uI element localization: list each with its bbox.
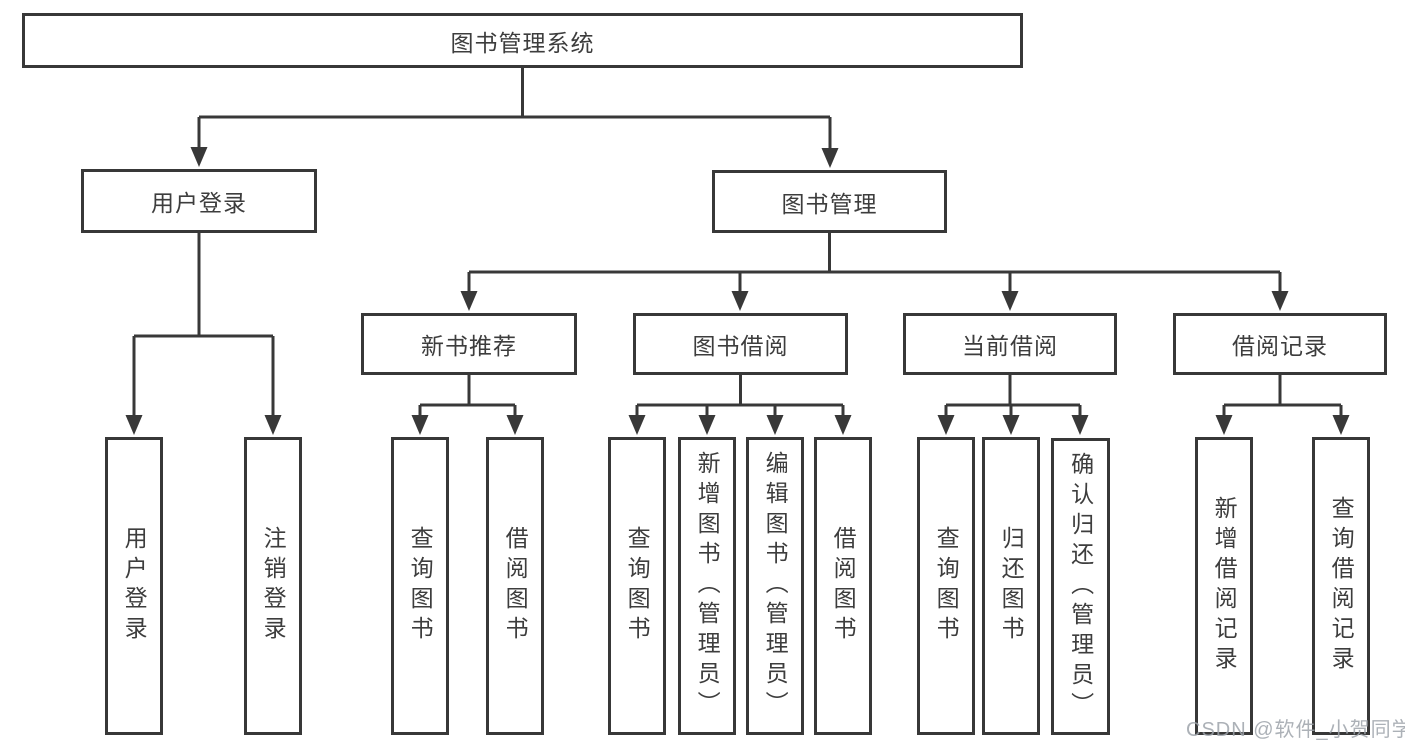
leaf-newbook-borrow-book-label: 借阅图书 [502,526,529,646]
node-system-root: 图书管理系统 [22,13,1023,68]
leaf-record-add-record-label: 新增借阅记录 [1211,496,1238,676]
leaf-newbook-borrow-book: 借阅图书 [486,437,544,735]
leaf-newbook-query-book: 查询图书 [391,437,449,735]
leaf-current-confirm-return-admin-label: 确认归还（管理员） [1067,451,1094,722]
node-current-borrow: 当前借阅 [903,313,1117,375]
node-system-root-label: 图书管理系统 [450,29,595,56]
leaf-borrow-borrow-book: 借阅图书 [814,437,872,735]
node-current-borrow-label: 当前借阅 [962,333,1058,359]
node-book-borrow: 图书借阅 [633,313,848,375]
leaf-logout: 注销登录 [244,437,302,735]
connector-newbook-children [418,375,517,417]
leaf-borrow-edit-book-admin-label: 编辑图书（管理员） [762,451,789,721]
leaf-logout-label: 注销登录 [260,526,287,646]
leaf-borrow-borrow-book-label: 借阅图书 [830,526,857,646]
leaf-borrow-edit-book-admin: 编辑图书（管理员） [746,437,804,735]
node-borrow-record-label: 借阅记录 [1232,333,1328,359]
leaf-current-query-book-label: 查询图书 [933,526,960,646]
node-user-login: 用户登录 [81,169,317,233]
node-book-management-label: 图书管理 [781,190,878,217]
arrowheads-newbook-children [411,415,524,435]
leaf-current-return-book-label: 归还图书 [998,526,1025,646]
arrowheads-bookborrow-children [628,415,852,435]
leaf-current-confirm-return-admin: 确认归还（管理员） [1051,438,1110,735]
leaf-borrow-query-book-label: 查询图书 [624,526,651,646]
node-book-borrow-label: 图书借阅 [692,333,789,359]
connector-currentborrow-children [944,375,1082,417]
leaf-user-login: 用户登录 [105,437,163,735]
leaf-current-query-book: 查询图书 [917,437,975,735]
leaf-borrow-add-book-admin-label: 新增图书（管理员） [694,451,721,721]
connector-userlogin-children [132,233,275,417]
leaf-record-query-record: 查询借阅记录 [1312,437,1370,735]
leaf-record-add-record: 新增借阅记录 [1195,437,1253,735]
connector-borrowrecord-children [1222,375,1343,417]
node-borrow-record: 借阅记录 [1173,313,1387,375]
leaf-current-return-book: 归还图书 [982,437,1040,735]
leaf-borrow-query-book: 查询图书 [608,437,666,735]
connector-bookborrow-children [635,375,845,417]
leaf-newbook-query-book-label: 查询图书 [407,526,434,646]
leaf-user-login-label: 用户登录 [121,526,148,646]
arrowheads-level2 [190,147,839,168]
arrowheads-userlogin-children [125,415,282,435]
connector-root-to-level2 [197,68,832,150]
node-new-book-recommend-label: 新书推荐 [421,333,517,359]
leaf-record-query-record-label: 查询借阅记录 [1328,496,1355,676]
csdn-watermark: CSDN @软件_小贺同学 [1186,719,1405,741]
leaf-borrow-add-book-admin: 新增图书（管理员） [678,437,736,735]
node-book-management: 图书管理 [712,170,947,233]
arrowheads-level3 [460,291,1289,311]
node-new-book-recommend: 新书推荐 [361,313,577,375]
arrowheads-currentborrow-children [937,415,1089,435]
connector-bookmgmt-to-level3 [467,233,1282,293]
arrowheads-borrowrecord-children [1215,415,1350,435]
node-user-login-label: 用户登录 [151,190,247,216]
